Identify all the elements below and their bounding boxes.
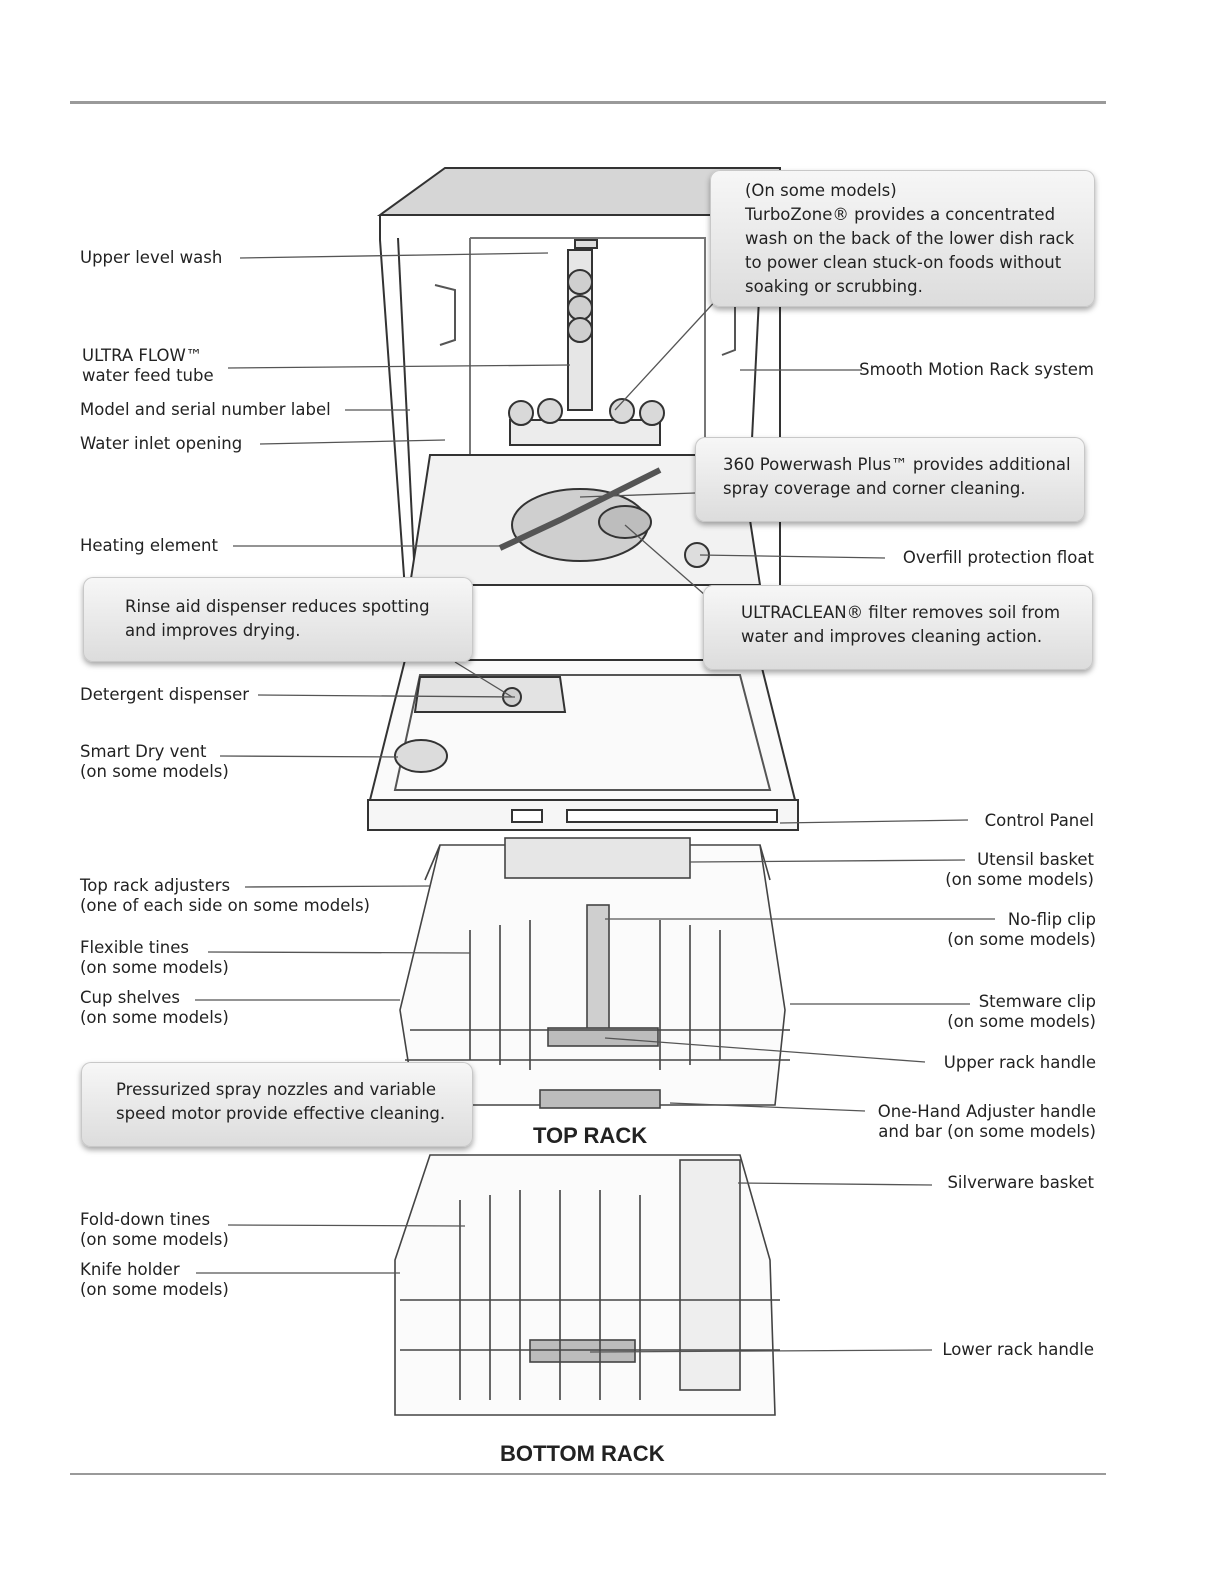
model-serial-label: Model and serial number label [80, 400, 331, 419]
water-inlet-label: Water inlet opening [80, 434, 243, 453]
top-rack-title: TOP RACK [533, 1123, 648, 1148]
smart-dry-vent-label-line2: (on some models) [80, 762, 229, 781]
top-rack-adjusters-label-line1: Top rack adjusters [80, 876, 231, 895]
knife-holder-label-line2: (on some models) [80, 1280, 229, 1299]
one-hand-adjuster-label-line2: and bar (on some models) [878, 1122, 1096, 1141]
ultraclean-callout-line2: water and improves cleaning action. [741, 627, 1043, 646]
rinse-aid-callout: Rinse aid dispenser reduces spotting and… [83, 577, 473, 662]
top-rack-adjusters-label: Top rack adjusters (one of each side on … [80, 876, 370, 916]
smart-dry-vent-label: Smart Dry vent (on some models) [80, 742, 229, 782]
overfill-float-label: Overfill protection float [902, 548, 1094, 567]
pressurized-callout-line2: speed motor provide effective cleaning. [116, 1104, 446, 1123]
top-rack-adjusters-label-line2: (one of each side on some models) [80, 896, 370, 915]
heating-element-label: Heating element [80, 536, 218, 555]
turbozone-callout-line2: TurboZone® provides a concentrated [745, 205, 1056, 224]
fold-down-tines-label-line1: Fold-down tines [80, 1210, 211, 1229]
ultraclean-callout-line1: ULTRACLEAN® filter removes soil from [741, 603, 1061, 622]
utensil-basket-label: Utensil basket (on some models) [945, 850, 1094, 890]
utensil-basket-label-line1: Utensil basket [977, 850, 1094, 869]
cup-shelves-label-line2: (on some models) [80, 1008, 229, 1027]
top-rule [70, 101, 1106, 104]
no-flip-clip-label: No-flip clip (on some models) [947, 910, 1096, 950]
stemware-clip-label: Stemware clip (on some models) [947, 992, 1096, 1032]
utensil-basket-label-line2: (on some models) [945, 870, 1094, 889]
ultra-flow-label: ULTRA FLOW™ water feed tube [82, 346, 214, 386]
one-hand-adjuster-label-line1: One-Hand Adjuster handle [877, 1102, 1096, 1121]
upper-rack-handle-label: Upper rack handle [943, 1053, 1096, 1072]
powerwash-callout-line1: 360 Powerwash Plus™ provides additional [723, 455, 1071, 474]
no-flip-clip-label-line2: (on some models) [947, 930, 1096, 949]
stemware-clip-label-line1: Stemware clip [978, 992, 1096, 1011]
no-flip-clip-label-line1: No-flip clip [1007, 910, 1096, 929]
rinse-aid-callout-line2: and improves drying. [125, 621, 301, 640]
rinse-aid-callout-line1: Rinse aid dispenser reduces spotting [125, 597, 430, 616]
turbozone-callout: (On some models) TurboZone® provides a c… [710, 170, 1095, 307]
one-hand-adjuster-label: One-Hand Adjuster handle and bar (on som… [878, 1102, 1096, 1142]
fold-down-tines-label-line2: (on some models) [80, 1230, 229, 1249]
flexible-tines-label: Flexible tines (on some models) [80, 938, 229, 978]
ultra-flow-label-line1: ULTRA FLOW™ [82, 346, 203, 365]
knife-holder-label-line1: Knife holder [80, 1260, 180, 1279]
lower-rack-handle-label: Lower rack handle [942, 1340, 1094, 1359]
upper-level-wash-label: Upper level wash [80, 248, 223, 267]
control-panel-label: Control Panel [984, 811, 1094, 830]
silverware-basket-label: Silverware basket [947, 1173, 1094, 1192]
flexible-tines-label-line2: (on some models) [80, 958, 229, 977]
cup-shelves-label-line1: Cup shelves [80, 988, 180, 1007]
turbozone-callout-line5: soaking or scrubbing. [745, 277, 923, 296]
bottom-rule [70, 1473, 1106, 1475]
turbozone-callout-line4: to power clean stuck-on foods without [745, 253, 1062, 272]
turbozone-callout-line1: (On some models) [745, 181, 897, 200]
powerwash-callout-line2: spray coverage and corner cleaning. [723, 479, 1026, 498]
pressurized-callout-line1: Pressurized spray nozzles and variable [116, 1080, 437, 1099]
fold-down-tines-label: Fold-down tines (on some models) [80, 1210, 229, 1250]
ultra-flow-label-line2: water feed tube [82, 366, 214, 385]
bottom-rack-title: BOTTOM RACK [500, 1441, 665, 1466]
powerwash-callout: 360 Powerwash Plus™ provides additional … [695, 437, 1085, 522]
stemware-clip-label-line2: (on some models) [947, 1012, 1096, 1031]
turbozone-callout-line3: wash on the back of the lower dish rack [745, 229, 1075, 248]
smart-dry-vent-label-line1: Smart Dry vent [80, 742, 207, 761]
cup-shelves-label: Cup shelves (on some models) [80, 988, 229, 1028]
ultraclean-callout: ULTRACLEAN® filter removes soil from wat… [703, 585, 1093, 670]
smooth-motion-label: Smooth Motion Rack system [859, 360, 1094, 379]
detergent-dispenser-label: Detergent dispenser [80, 685, 250, 704]
knife-holder-label: Knife holder (on some models) [80, 1260, 229, 1300]
flexible-tines-label-line1: Flexible tines [80, 938, 189, 957]
pressurized-callout: Pressurized spray nozzles and variable s… [81, 1062, 473, 1147]
